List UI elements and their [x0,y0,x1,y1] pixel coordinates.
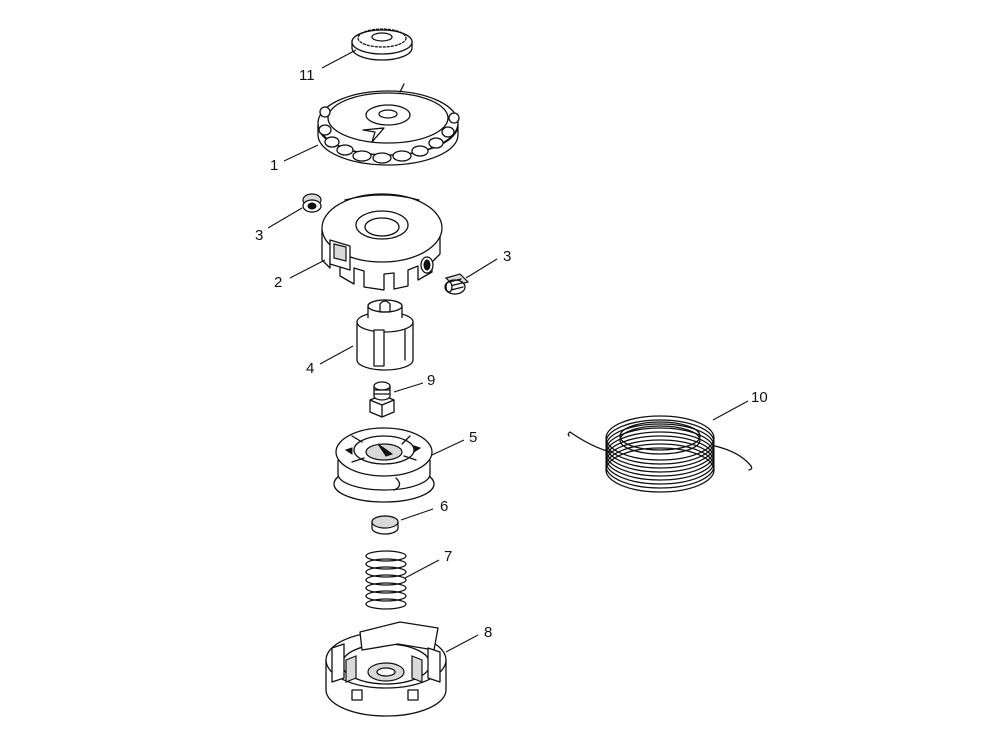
callout-8: 8 [484,624,492,641]
cap-icon[interactable] [371,515,399,535]
trimmer-line-coil-icon[interactable] [567,415,753,493]
nut-washer-icon[interactable] [351,28,413,61]
callout-3-right: 3 [503,248,511,265]
callout-10: 10 [751,389,768,406]
nut-icon[interactable] [369,381,395,418]
housing-icon[interactable] [321,193,443,291]
base-housing-icon[interactable] [325,621,447,717]
callout-2: 2 [274,274,282,291]
callout-11: 11 [299,67,315,84]
callout-5: 5 [469,429,477,446]
callout-3-left: 3 [255,227,263,244]
callout-7: 7 [444,548,452,565]
spring-icon[interactable] [365,550,407,610]
callout-6: 6 [440,498,448,515]
eyelet-icon[interactable] [302,193,322,213]
eyelet-icon[interactable] [444,273,470,295]
callout-labels: 11 1 3 3 2 4 9 5 6 7 8 10 [255,67,768,641]
callout-4: 4 [306,360,314,377]
leader-lines [267,49,749,653]
callout-1: 1 [270,157,278,174]
cover-knob-icon[interactable] [317,83,460,166]
callout-9: 9 [427,372,435,389]
shaft-adapter-icon[interactable] [356,299,414,371]
spool-icon[interactable] [333,427,435,503]
